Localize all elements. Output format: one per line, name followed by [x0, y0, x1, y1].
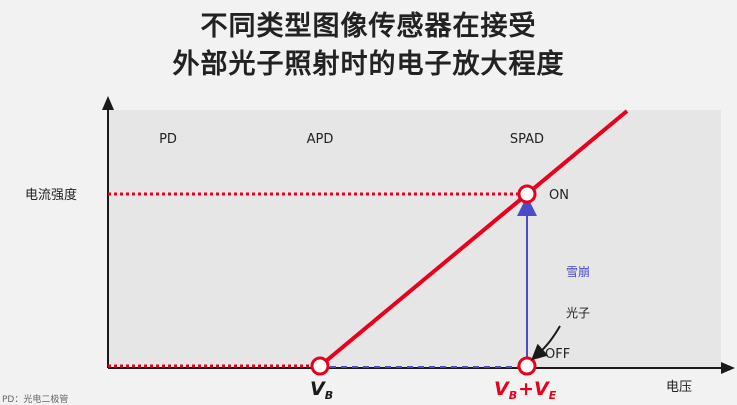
- x-axis-arrow-icon: [721, 362, 735, 374]
- vb-label: VB: [310, 378, 333, 401]
- iv-curve-line: [318, 109, 629, 368]
- y-axis-label: 电流强度: [25, 187, 77, 203]
- footnote: PD：光电二极管: [2, 395, 69, 405]
- avalanche-label: 雪崩: [566, 265, 590, 279]
- on-point-marker: [517, 184, 537, 204]
- vb-plus-ve-label: VB+VE: [494, 378, 557, 401]
- title-line-1: 不同类型图像传感器在接受: [200, 11, 537, 42]
- region-label-apd: APD: [307, 132, 334, 147]
- plot-panel: [108, 110, 721, 368]
- state-off-label: OFF: [545, 347, 570, 362]
- photon-arrow: [531, 325, 561, 361]
- region-label-pd: PD: [159, 132, 177, 147]
- region-label-spad: SPAD: [510, 132, 544, 147]
- vbe-off-point-marker: [517, 356, 537, 376]
- title-line-2: 外部光子照射时的电子放大程度: [172, 49, 565, 80]
- state-on-label: ON: [549, 188, 569, 203]
- x-axis-label: 电压: [666, 380, 692, 395]
- vb-point-marker: [310, 356, 330, 376]
- y-axis-arrow-icon: [102, 96, 114, 110]
- photon-label: 光子: [566, 306, 590, 320]
